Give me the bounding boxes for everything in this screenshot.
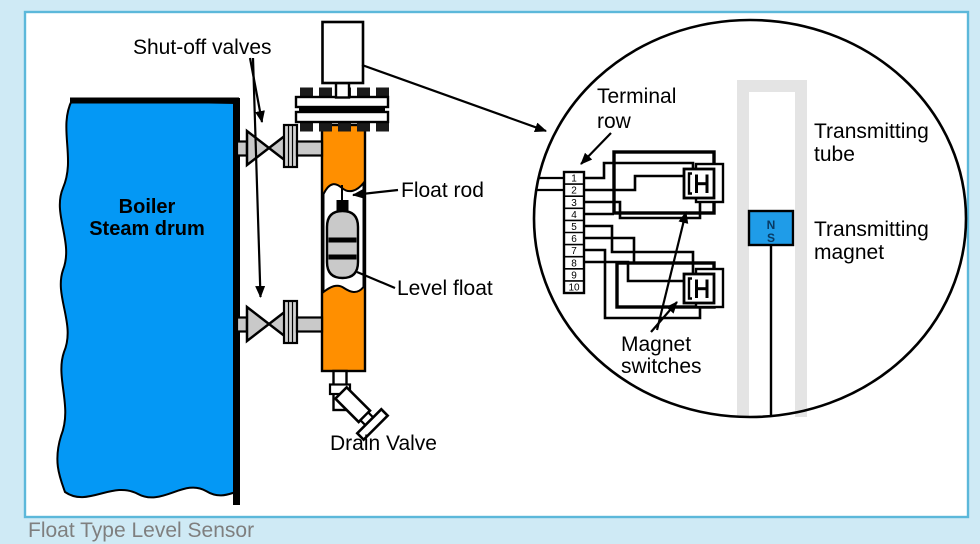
transmitting-tube-label-line1: Transmitting (814, 120, 929, 143)
magnified-detail-circle: N S (532, 18, 968, 419)
boiler-label-line1: Boiler (119, 196, 176, 218)
main-diagram: Boiler Steam drum (56, 20, 547, 505)
shut-off-arrow-lower (251, 57, 266, 298)
drum-body (56, 98, 237, 499)
terminal-number: 3 (571, 198, 577, 209)
float-rod-label: Float rod (401, 179, 484, 202)
valve-flange (282, 123, 299, 169)
magnet-switch-upper (682, 162, 725, 204)
boiler-label-line2: Steam drum (89, 218, 205, 240)
terminal-row-label-line2: row (597, 110, 632, 133)
valve-flange (282, 299, 299, 345)
shut-off-valve-upper (235, 123, 324, 169)
terminal-number: 9 (571, 270, 577, 281)
terminal-row-label-line1: Terminal (597, 85, 676, 108)
magnet-switch-lower (682, 267, 725, 309)
level-float (325, 209, 360, 280)
valve-body (245, 128, 272, 168)
shut-off-valves-label: Shut-off valves (133, 36, 272, 59)
magnify-arrow (361, 63, 547, 133)
float-rod-arrow (352, 188, 399, 199)
shut-off-arrow-upper (248, 57, 265, 123)
terminal-wiring (584, 161, 702, 320)
transmitting-tube-label-line2: tube (814, 143, 855, 166)
terminal-number: 4 (571, 210, 577, 221)
terminal-number: 8 (571, 258, 577, 269)
terminal-number: 5 (571, 222, 577, 233)
magnet-switches-label-line1: Magnet (621, 333, 691, 356)
transmitting-magnet (747, 209, 795, 247)
drain-valve (328, 369, 390, 442)
instrument-head (321, 20, 365, 85)
level-float-leader (356, 270, 396, 290)
magnet-pole-north: N (767, 218, 776, 232)
terminal-row-arrow (580, 132, 612, 165)
magnet-switches-label-line2: switches (621, 355, 702, 378)
terminal-number: 10 (568, 283, 580, 294)
top-flange-assembly (294, 20, 390, 132)
level-gauge-tube (320, 123, 367, 373)
head-neck (334, 81, 351, 99)
circle-outline (532, 18, 968, 419)
terminal-number: 2 (571, 186, 577, 197)
valve-body (245, 304, 272, 344)
terminal-number: 6 (571, 234, 577, 245)
magnet-switches-arrow-upper (655, 211, 689, 331)
figure-caption: Float Type Level Sensor (28, 519, 254, 542)
terminal-row-strip: 1 2 3 4 5 6 7 8 9 10 (536, 170, 586, 295)
reed-switch-symbol (687, 277, 709, 300)
drain-valve-label: Drain Valve (330, 432, 437, 455)
terminal-number: 7 (571, 246, 577, 257)
transmitting-magnet-label-line1: Transmitting (814, 218, 929, 241)
drain-valve-body (333, 385, 390, 442)
boiler-steam-drum: Boiler Steam drum (56, 97, 240, 505)
level-float-label: Level float (397, 277, 493, 300)
transmitting-magnet-label-line2: magnet (814, 241, 884, 264)
terminal-number: 1 (571, 174, 577, 185)
flange-plate-lower (294, 110, 390, 124)
magnet-switches-arrow-lower (650, 301, 678, 333)
shut-off-valve-lower (235, 299, 324, 345)
magnet-pole-south: S (767, 231, 775, 245)
reed-switch-symbol (687, 172, 709, 195)
float-rod-connector (336, 200, 349, 211)
transmitting-tube-shape (737, 80, 807, 417)
